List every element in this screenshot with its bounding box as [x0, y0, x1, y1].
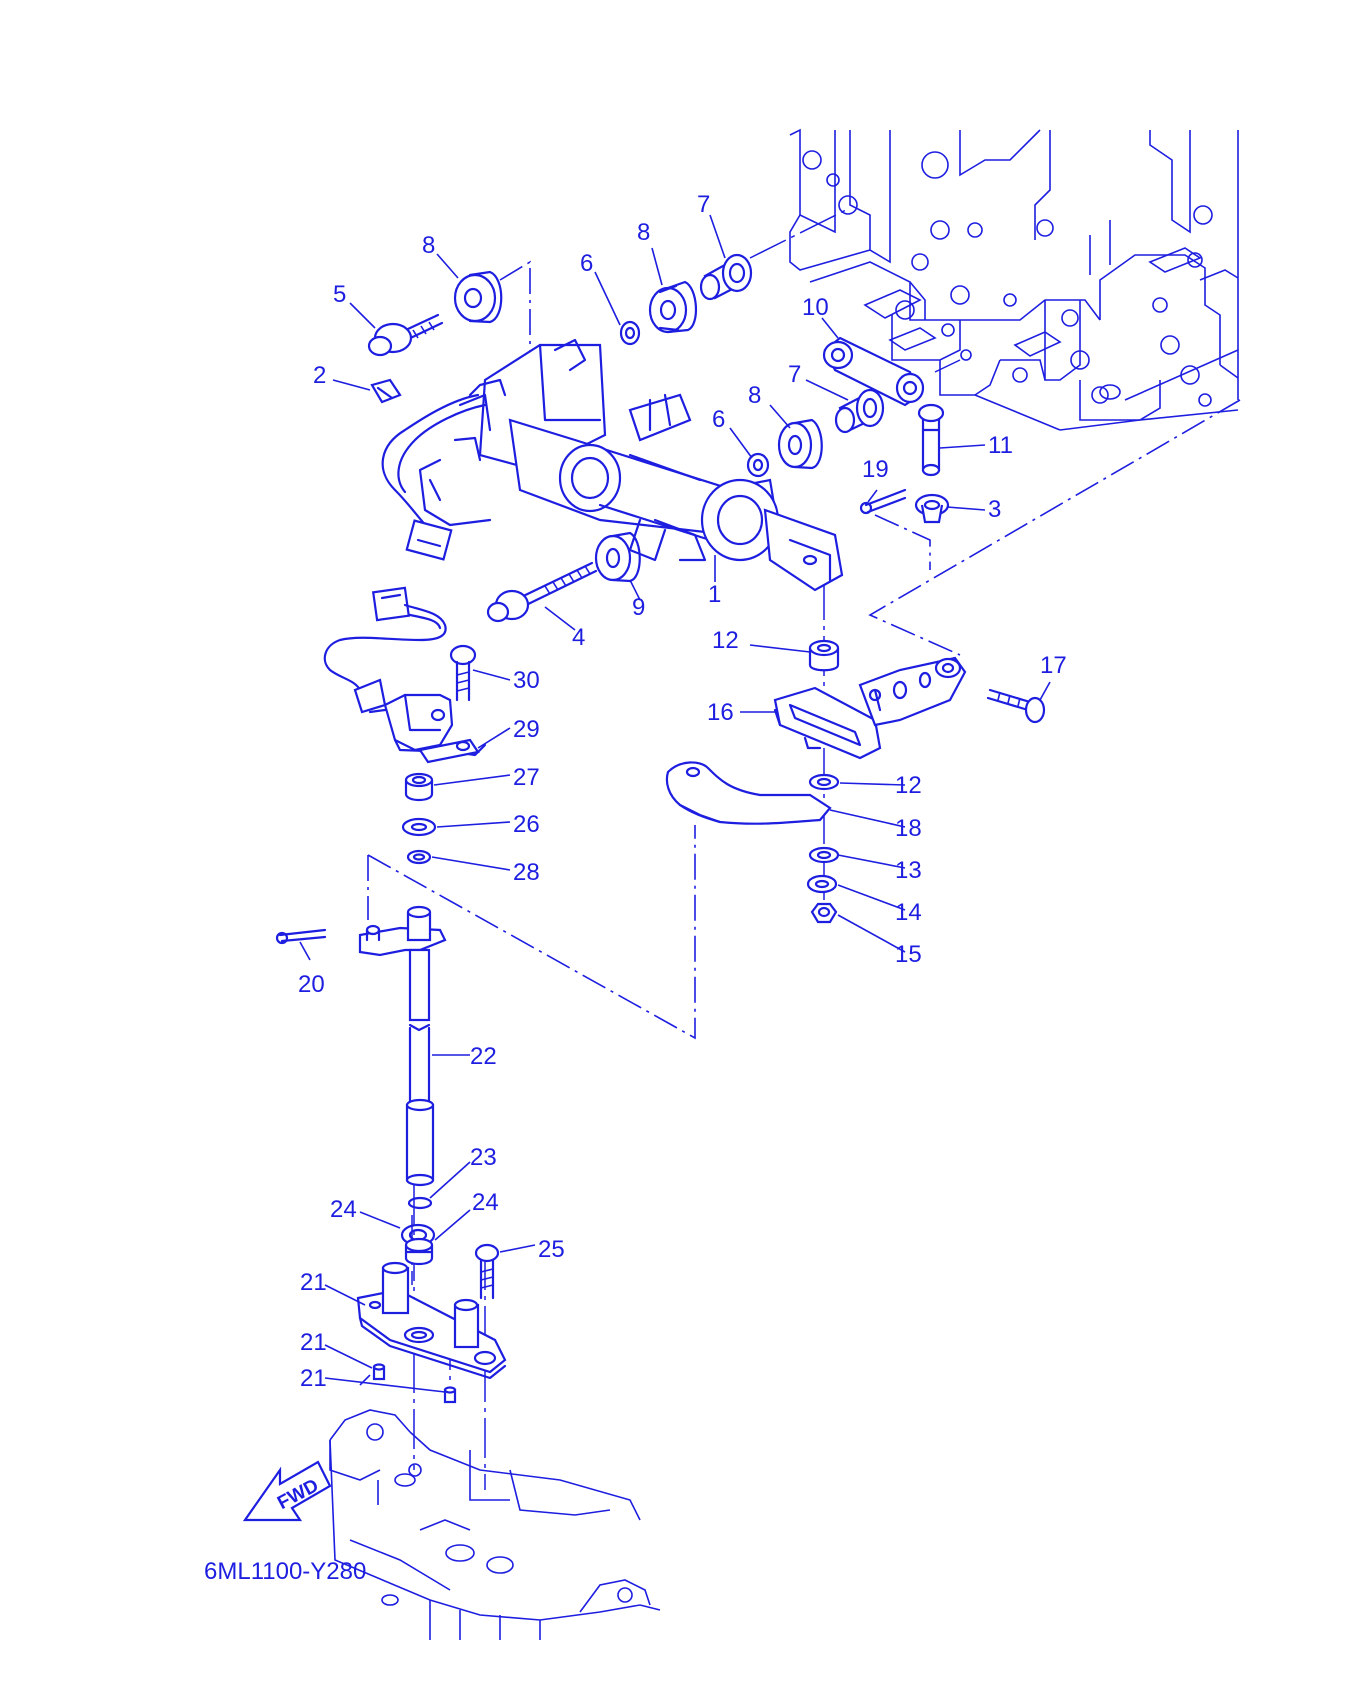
- part-24-seals: [400, 1223, 436, 1266]
- label-part-10: 11: [988, 432, 1013, 459]
- shift-cylinder-harness: [381, 378, 507, 561]
- label-part-6: 6: [580, 250, 593, 277]
- part-number-labels: 8 5 6 8 7 2 10 7 8 6 11 19 3 1 9 4 12 16…: [298, 191, 1067, 1392]
- label-part-11: 12: [712, 627, 739, 654]
- part-26-washer: [401, 817, 437, 837]
- label-part-17: 17: [1040, 652, 1067, 679]
- neutral-switch-harness: [323, 586, 487, 757]
- part-22-shift-rod: [358, 905, 447, 1187]
- label-part-5: 5: [333, 281, 346, 308]
- label-part-8: 8: [637, 219, 650, 246]
- part-21-dowel-pins: [372, 1363, 457, 1404]
- label-part-4: 4: [572, 624, 585, 651]
- part-3-bushing: [914, 493, 950, 524]
- part-15-pin: [859, 488, 907, 515]
- label-part-28: 28: [513, 859, 540, 886]
- part-7-collar-b: [834, 388, 885, 434]
- label-part-15: 19: [862, 456, 889, 483]
- part-12-washer-b: [808, 846, 840, 864]
- part-6-washer-b: [746, 452, 770, 478]
- label-part-1: 1: [708, 581, 721, 608]
- part-30-bolt: [449, 644, 477, 702]
- label-leader-lines: [299, 214, 1051, 1393]
- part-14-nut: [810, 902, 838, 924]
- label-part-23: 23: [470, 1144, 497, 1171]
- label-part-7: 7: [697, 191, 710, 218]
- part-25-bolt: [474, 1243, 500, 1300]
- label-part-27: 27: [513, 764, 540, 791]
- fwd-direction-arrow: FWD: [242, 1460, 332, 1522]
- label-part-12: 12: [895, 772, 922, 799]
- label-part-14: 15: [895, 941, 922, 968]
- label-part-2: 2: [313, 362, 326, 389]
- label-part-13: 14: [895, 899, 922, 926]
- part-20-bracket: [356, 1261, 507, 1380]
- part-8-grommet-b: [648, 280, 698, 334]
- part-7-collar-a: [699, 253, 753, 301]
- engine-block-outline: [789, 128, 1239, 431]
- label-part-29: 29: [513, 716, 540, 743]
- label-part-19: 20: [298, 971, 325, 998]
- label-part-7: 7: [788, 361, 801, 388]
- part-6-washer-a: [619, 320, 641, 346]
- label-part-12: 13: [895, 857, 922, 884]
- part-5-bolt: [367, 313, 444, 357]
- label-part-22: 22: [470, 1043, 497, 1070]
- label-part-8: 8: [422, 232, 435, 259]
- label-part-30: 30: [513, 667, 540, 694]
- part-8-grommet-c: [777, 418, 823, 470]
- part-10-bolt: [917, 403, 945, 477]
- label-part-8: 8: [748, 382, 761, 409]
- drawing-code: 6ML1100-Y280: [204, 1558, 366, 1585]
- label-part-24: 24: [330, 1196, 357, 1223]
- part-11-collar: [808, 639, 840, 672]
- label-part-18: 18: [895, 815, 922, 842]
- label-part-21: 21: [300, 1329, 327, 1356]
- label-part-26: 26: [513, 811, 540, 838]
- part-27-collar: [404, 772, 434, 802]
- label-part-8: 9: [632, 594, 645, 621]
- part-9-link: [822, 336, 925, 407]
- part-8-grommet-a: [453, 270, 503, 324]
- label-part-20: 21: [300, 1269, 327, 1296]
- part-16-slotted-plate: [773, 686, 882, 760]
- label-part-25: 25: [538, 1236, 565, 1263]
- label-part-9: 10: [802, 294, 829, 321]
- part-1-shift-cylinder: [418, 338, 844, 592]
- part-29-plate: [418, 738, 480, 764]
- lower-housing-outline: [329, 1409, 661, 1640]
- label-part-3: 3: [988, 496, 1001, 523]
- label-part-16: 16: [707, 699, 734, 726]
- part-2-clip: [370, 378, 402, 404]
- part-28-circlip: [406, 849, 432, 865]
- part-19-pin: [275, 928, 327, 945]
- label-part-6: 6: [712, 406, 725, 433]
- part-18-lever: [665, 761, 832, 825]
- label-part-21: 21: [300, 1365, 327, 1392]
- label-part-24: 24: [472, 1189, 499, 1216]
- part-12-washer-a: [808, 773, 840, 791]
- part-23-o-ring: [407, 1196, 433, 1210]
- part-4-long-bolt: [486, 561, 598, 623]
- part-17-shift-arm: [858, 656, 1046, 727]
- part-13-washer: [806, 874, 838, 894]
